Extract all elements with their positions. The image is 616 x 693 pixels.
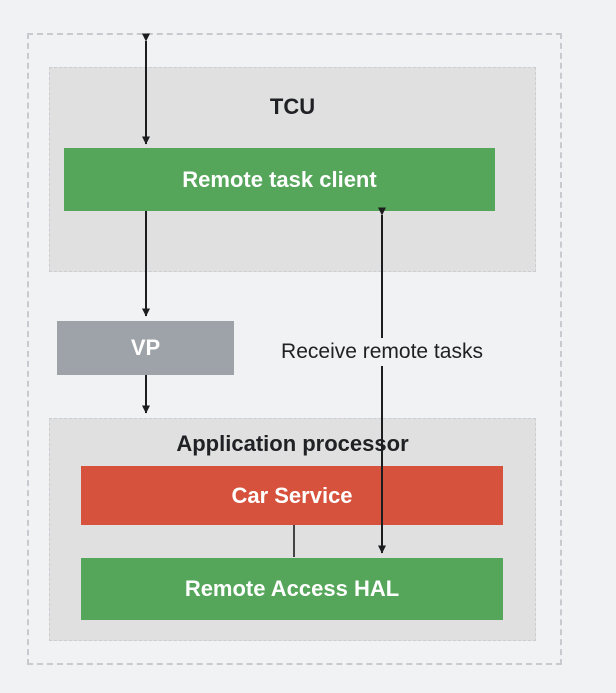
remote-task-client-label: Remote task client — [182, 166, 377, 192]
application-processor-title: Application processor — [176, 431, 409, 456]
outer-dashed-container — [27, 33, 562, 665]
receive-remote-tasks-label: Receive remote tasks — [272, 338, 492, 366]
car-service-label: Car Service — [231, 482, 353, 508]
remote-access-hal-box: Remote Access HAL — [81, 558, 503, 620]
car-service-box: Car Service — [81, 466, 503, 525]
remote-access-hal-label: Remote Access HAL — [184, 576, 400, 601]
tcu-title: TCU — [269, 94, 316, 119]
vp-box: VP — [57, 321, 234, 375]
vp-label: VP — [130, 335, 161, 360]
remote-task-client-box: Remote task client — [64, 148, 495, 211]
